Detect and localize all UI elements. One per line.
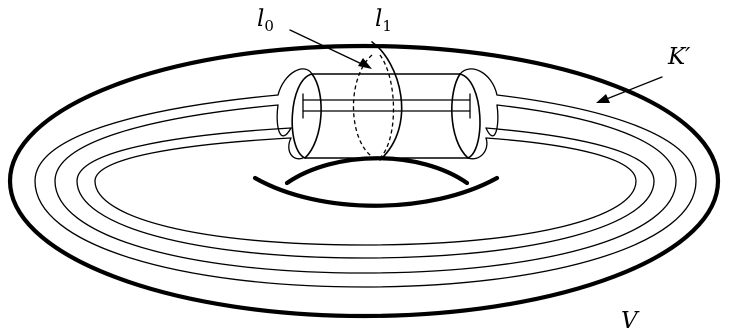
label-l1: l1 — [375, 6, 392, 35]
l0-arrow-shaft — [289, 29, 367, 67]
right-handle-top-outer — [459, 68, 498, 96]
l0-pointer-arrow — [289, 29, 372, 69]
knot-strand-2 — [54, 104, 677, 274]
knot-k-prime — [34, 94, 697, 288]
hole-upper-arc — [284, 156, 470, 186]
label-v: V — [621, 308, 640, 334]
l0-arrow-head — [358, 58, 372, 69]
k-prime-arrow-shaft — [603, 76, 663, 101]
meridian-curves — [352, 41, 403, 161]
left-handle-inner-loop — [276, 104, 292, 137]
left-handle — [276, 68, 322, 160]
right-tube-end-back-arc — [451, 73, 469, 159]
right-handle-bottom-outer — [467, 137, 488, 160]
torus-hole — [252, 156, 500, 208]
meridian-l0-dashed-back — [379, 54, 395, 159]
k-prime-arrow-head — [596, 94, 610, 103]
knot-strand-1 — [34, 94, 697, 288]
knot-strand-4 — [94, 137, 637, 246]
label-k-prime: K′ — [667, 44, 691, 70]
left-tube-end-back-arc — [304, 73, 322, 159]
cylinder-tube — [302, 73, 471, 159]
k-prime-pointer-arrow — [596, 76, 663, 103]
torus-outer-boundary — [7, 43, 721, 319]
left-handle-bottom-outer — [288, 137, 304, 160]
right-tube-end-arc — [459, 73, 481, 159]
meridian-l0-dashed — [352, 54, 375, 159]
hole-lower-arc — [252, 175, 500, 208]
knot-strand-3 — [76, 127, 655, 259]
left-tube-end-arc — [291, 73, 313, 159]
label-l0: l0 — [257, 6, 274, 35]
right-handle-inner-loop — [485, 104, 499, 137]
left-handle-top-outer — [277, 68, 313, 96]
right-handle — [451, 68, 499, 160]
meridian-l1-solid — [371, 41, 403, 161]
